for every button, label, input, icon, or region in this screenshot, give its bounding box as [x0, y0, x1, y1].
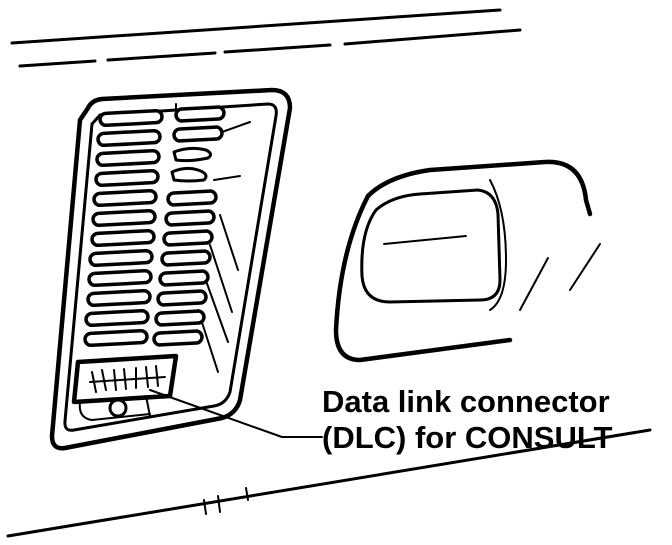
fuse-column-left [83, 108, 164, 348]
dashboard-top-edge [10, 8, 522, 68]
fuse-block-panel [49, 87, 293, 451]
callout-label-line-1: Data link connector [322, 384, 610, 419]
dashboard-bottom-edge [6, 428, 652, 538]
data-link-connector [71, 353, 179, 421]
callout-leader-line [149, 389, 323, 438]
side-vent [333, 159, 601, 363]
fuse-column-right [152, 105, 226, 347]
callout-label-line-2: (DLC) for CONSULT [322, 420, 612, 455]
